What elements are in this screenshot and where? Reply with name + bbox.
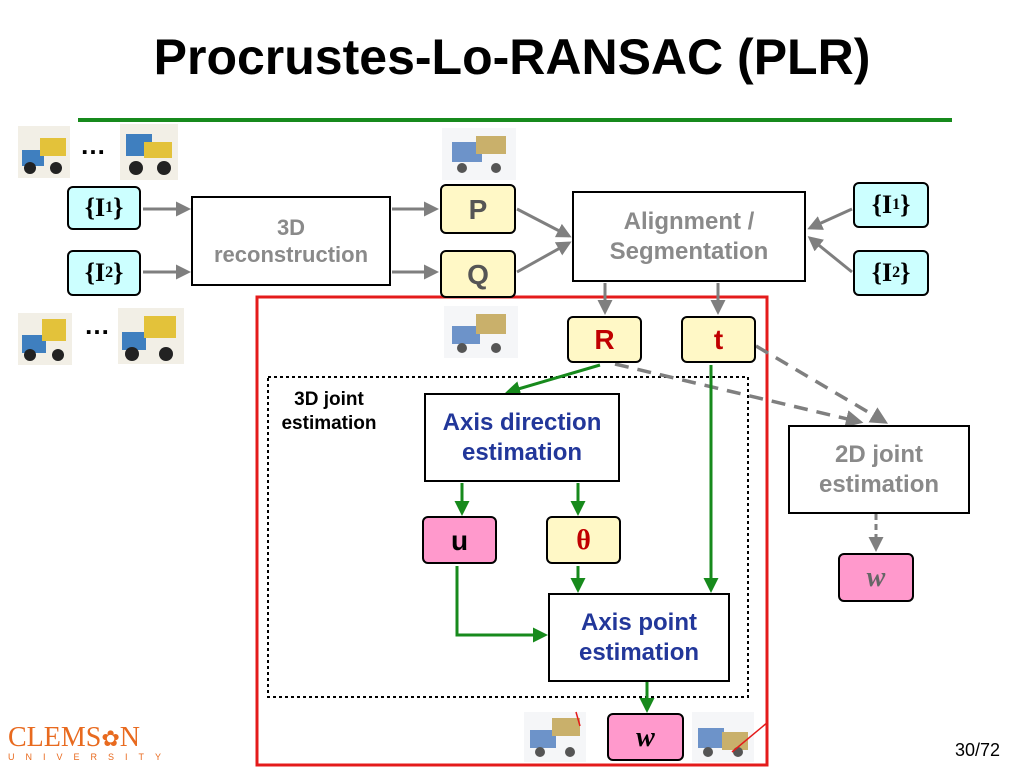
node-r: R [567, 316, 642, 363]
slide-title: Procrustes-Lo-RANSAC (PLR) [153, 29, 871, 85]
brace-close: } [900, 257, 911, 287]
truck-thumb-4 [118, 308, 184, 364]
set-symbol: I [881, 257, 893, 287]
node-alignment-segmentation: Alignment / Segmentation [572, 191, 806, 282]
set-symbol: I [94, 192, 106, 222]
logo-wordmark: CLEMS✿N [8, 722, 172, 754]
brace-open: { [871, 257, 882, 287]
arrow-r-to-axisdir [505, 363, 601, 396]
truck-thumb-3 [18, 313, 72, 365]
brace-open: { [871, 189, 882, 219]
red-highlight-frame [255, 295, 769, 767]
arrow-right-i2-to-align [807, 236, 853, 274]
arrow-q-to-align [516, 241, 572, 274]
joint3d-region-label: 3D joint estimation [281, 389, 377, 434]
node-u: u [422, 516, 497, 564]
pointcloud-thumb-bottom-right [692, 712, 769, 762]
node-3d-reconstruction: 3D reconstruction [191, 196, 391, 286]
joint3d-dotted-region [267, 376, 749, 698]
alignment-line-2: Segmentation [609, 237, 769, 265]
title-underline [78, 118, 952, 122]
node-axis-direction-estimation: Axis direction estimation [424, 393, 620, 482]
node-q: Q [440, 250, 516, 298]
dashed-t-to-2d [755, 344, 889, 424]
dashed-r-to-2d [614, 362, 864, 428]
brace-open: { [84, 257, 95, 287]
set-subscript: 1 [105, 199, 114, 216]
node-w-right: w [838, 553, 914, 602]
set-subscript: 2 [105, 264, 114, 281]
ellipsis-top: … [80, 130, 106, 160]
clemson-logo: CLEMS✿N UNIVERSITY [8, 722, 172, 762]
node-t: t [681, 316, 756, 363]
set-symbol: I [94, 257, 106, 287]
arrow-p-to-align [516, 207, 572, 238]
page-number: 30/72 [954, 740, 1000, 760]
truck-thumb-1 [18, 126, 70, 178]
node-w-bottom: w [607, 713, 684, 761]
set-symbol: I [881, 189, 893, 219]
logo-text-b: N [119, 722, 141, 753]
logo-subtitle: UNIVERSITY [8, 752, 173, 762]
paw-icon: ✿ [101, 726, 120, 751]
pointcloud-thumb-bottom-left [524, 711, 586, 762]
brace-close: } [900, 189, 911, 219]
node-theta: θ [546, 516, 621, 564]
brace-close: } [113, 192, 124, 222]
alignment-line-1: Alignment / [623, 207, 755, 235]
node-2d-joint-estimation: 2D joint estimation [788, 425, 970, 514]
brace-open: { [84, 192, 95, 222]
ellipsis-bottom: … [84, 310, 110, 340]
arrow-u-to-axispoint [455, 566, 548, 643]
set-subscript: 1 [892, 196, 901, 213]
node-p: P [440, 184, 516, 234]
arrow-right-i1-to-align [807, 207, 853, 230]
logo-text-a: CLEMS [8, 722, 102, 753]
pointcloud-thumb-top [442, 128, 516, 180]
node-axis-point-estimation: Axis point estimation [548, 593, 730, 682]
pointcloud-thumb-mid [444, 306, 518, 358]
set-subscript: 2 [892, 264, 901, 281]
brace-close: } [113, 257, 124, 287]
truck-thumb-2 [120, 124, 178, 180]
